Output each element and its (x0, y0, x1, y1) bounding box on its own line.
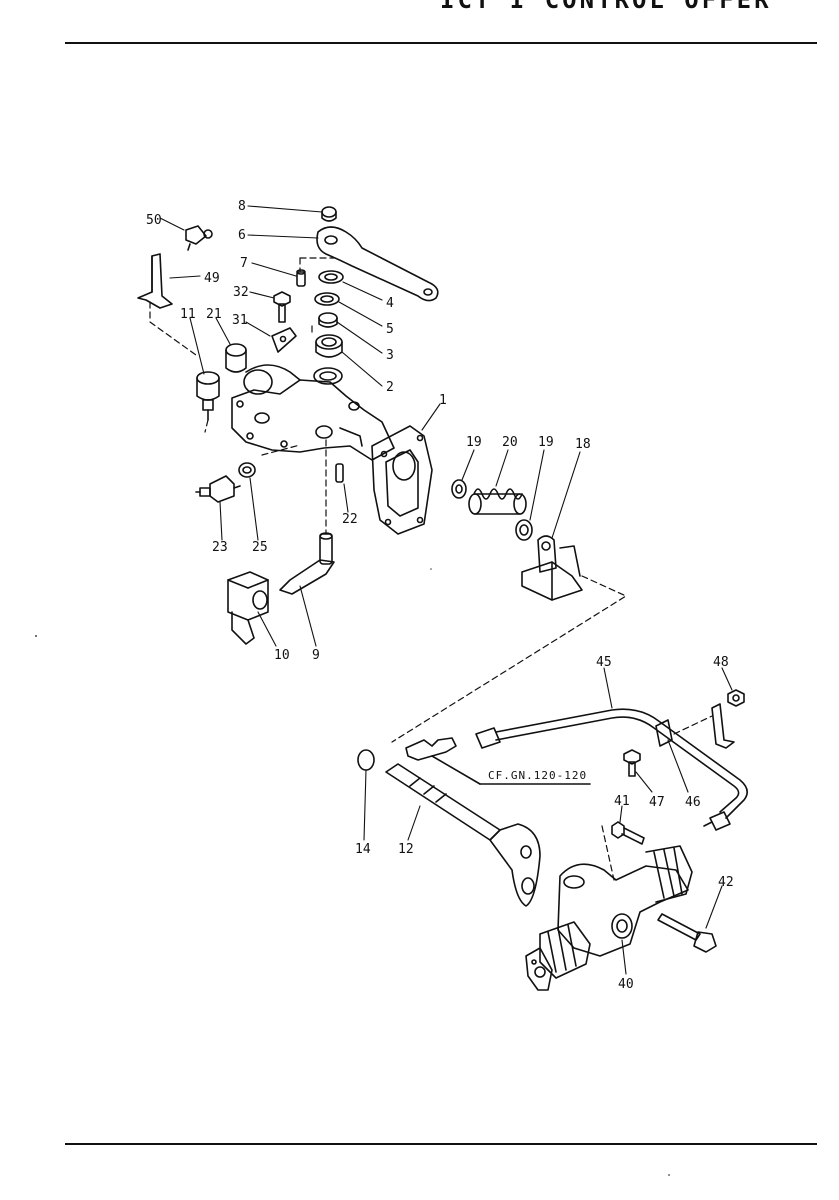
pipe-bracket (711, 703, 735, 749)
part-2-bushing (315, 334, 343, 358)
reference-fitting (405, 737, 591, 785)
callout-31: 31 (232, 313, 248, 328)
callout-2: 2 (386, 380, 394, 395)
part-20-spring (468, 488, 527, 515)
leader-lines (159, 205, 733, 975)
scan-specks (35, 568, 670, 1176)
callout-8: 8 (238, 199, 246, 214)
callout-32: 32 (233, 285, 249, 300)
part-8-nut (321, 206, 337, 222)
callout-18: 18 (575, 437, 591, 452)
part-21-sleeve (225, 343, 247, 373)
callout-48: 48 (713, 655, 729, 670)
callout-42: 42 (718, 875, 734, 890)
callout-47: 47 (649, 795, 665, 810)
callout-14: 14 (355, 842, 371, 857)
part-18-dash-lines (391, 575, 627, 743)
part-23-switch (195, 475, 241, 503)
part-7-pin (296, 269, 306, 287)
part-19-washer-left (451, 479, 467, 499)
reference-note: CF.GN.120-120 (488, 769, 587, 782)
callout-19-left: 19 (466, 435, 482, 450)
part-47-bolt (623, 749, 641, 777)
part-32-bolt (273, 291, 291, 323)
part-5-washer (314, 292, 340, 306)
part-6-lever-arm (316, 226, 439, 302)
part-22-dowel (335, 463, 344, 483)
callout-3: 3 (386, 348, 394, 363)
part-45-pipe (475, 708, 748, 831)
part-1-housing (231, 364, 395, 461)
part-31-plate (271, 327, 297, 353)
callout-45: 45 (596, 655, 612, 670)
part-40-shift-unit (525, 845, 693, 991)
callout-10: 10 (274, 648, 290, 663)
page-header-text: ICT I CONTROL OFFER (440, 0, 772, 14)
callout-6: 6 (238, 228, 246, 243)
part-49-bracket (137, 253, 173, 309)
part-4-washer (318, 270, 344, 284)
part-19-washer-right (515, 519, 533, 541)
callout-labels: 50 8 6 7 49 4 32 5 11 21 31 3 2 1 19 20 … (146, 199, 734, 992)
callout-11: 11 (180, 307, 196, 322)
top-divider (65, 42, 817, 44)
callout-50: 50 (146, 213, 162, 228)
callout-49: 49 (204, 271, 220, 286)
part-18-bracket (521, 535, 583, 601)
part-10-block (227, 571, 269, 645)
callout-12: 12 (398, 842, 414, 857)
part-50-fitting (185, 225, 213, 251)
part-48-nut (727, 689, 745, 707)
part-14-o-ring (357, 749, 375, 771)
part-1-gasket (371, 425, 433, 535)
callout-41: 41 (614, 794, 630, 809)
callout-20: 20 (502, 435, 518, 450)
callout-40: 40 (618, 977, 634, 992)
part-25-o-ring (238, 462, 256, 478)
pipe-dash-lines (601, 715, 713, 881)
callout-5: 5 (386, 322, 394, 337)
callout-4: 4 (386, 296, 394, 311)
part-42-bolt (657, 913, 717, 953)
part-11-sensor (196, 371, 220, 421)
callout-1: 1 (439, 393, 447, 408)
callout-22: 22 (342, 512, 358, 527)
callout-46: 46 (685, 795, 701, 810)
bottom-divider (65, 1143, 817, 1145)
part-3-seal (318, 312, 338, 328)
callout-9: 9 (312, 648, 320, 663)
part-41-bolt (611, 821, 645, 845)
part-9-shift-finger (279, 532, 335, 595)
part-46-clamp (655, 719, 673, 747)
callout-19-right: 19 (538, 435, 554, 450)
callout-7: 7 (240, 256, 248, 271)
part-12-shaft (385, 763, 541, 907)
callout-21: 21 (206, 307, 222, 322)
callout-25: 25 (252, 540, 268, 555)
callout-23: 23 (212, 540, 228, 555)
